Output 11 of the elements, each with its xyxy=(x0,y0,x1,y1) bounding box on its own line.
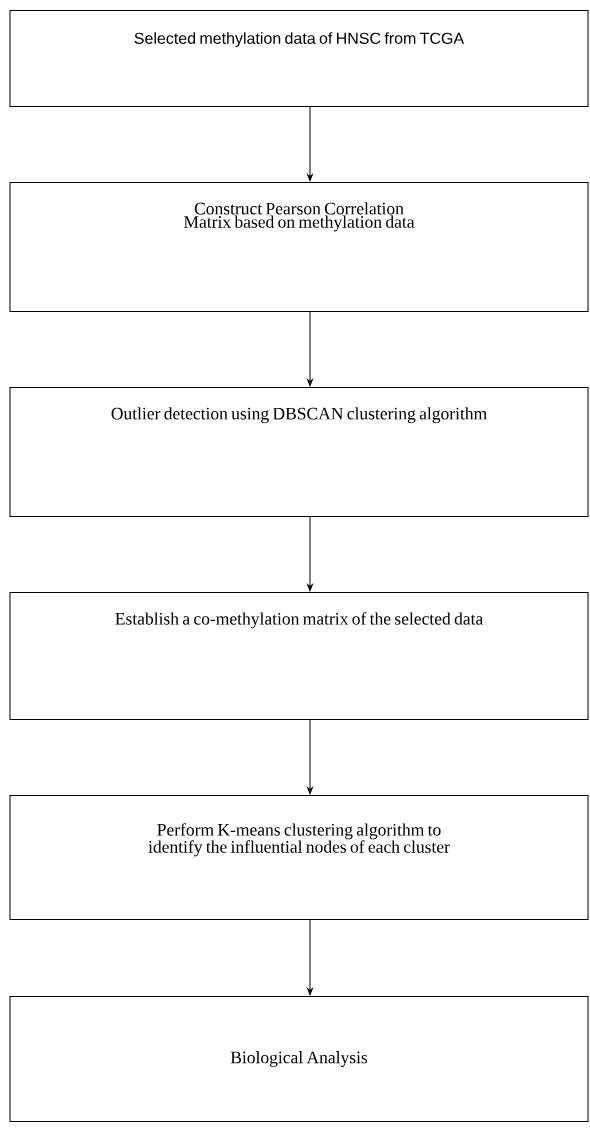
arrow xyxy=(307,311,313,387)
process-box: Selected methylation data of HNSC from TCGA xyxy=(9,10,589,107)
process-box: Perform K-means clustering algorithm to identify the influential nodes of each cluster xyxy=(9,795,589,920)
arrow xyxy=(307,719,313,795)
process-box: Construct Pearson Correlation Matrix based on methylation data xyxy=(9,182,589,312)
arrow xyxy=(307,919,313,996)
arrow xyxy=(307,106,313,182)
arrow xyxy=(307,516,313,592)
process-box: Establish a co-methylation matrix of the selected data xyxy=(9,592,589,720)
process-box: Outlier detection using DBSCAN clustering algorithm xyxy=(9,387,589,517)
process-box: Biological Analysis xyxy=(9,996,589,1122)
